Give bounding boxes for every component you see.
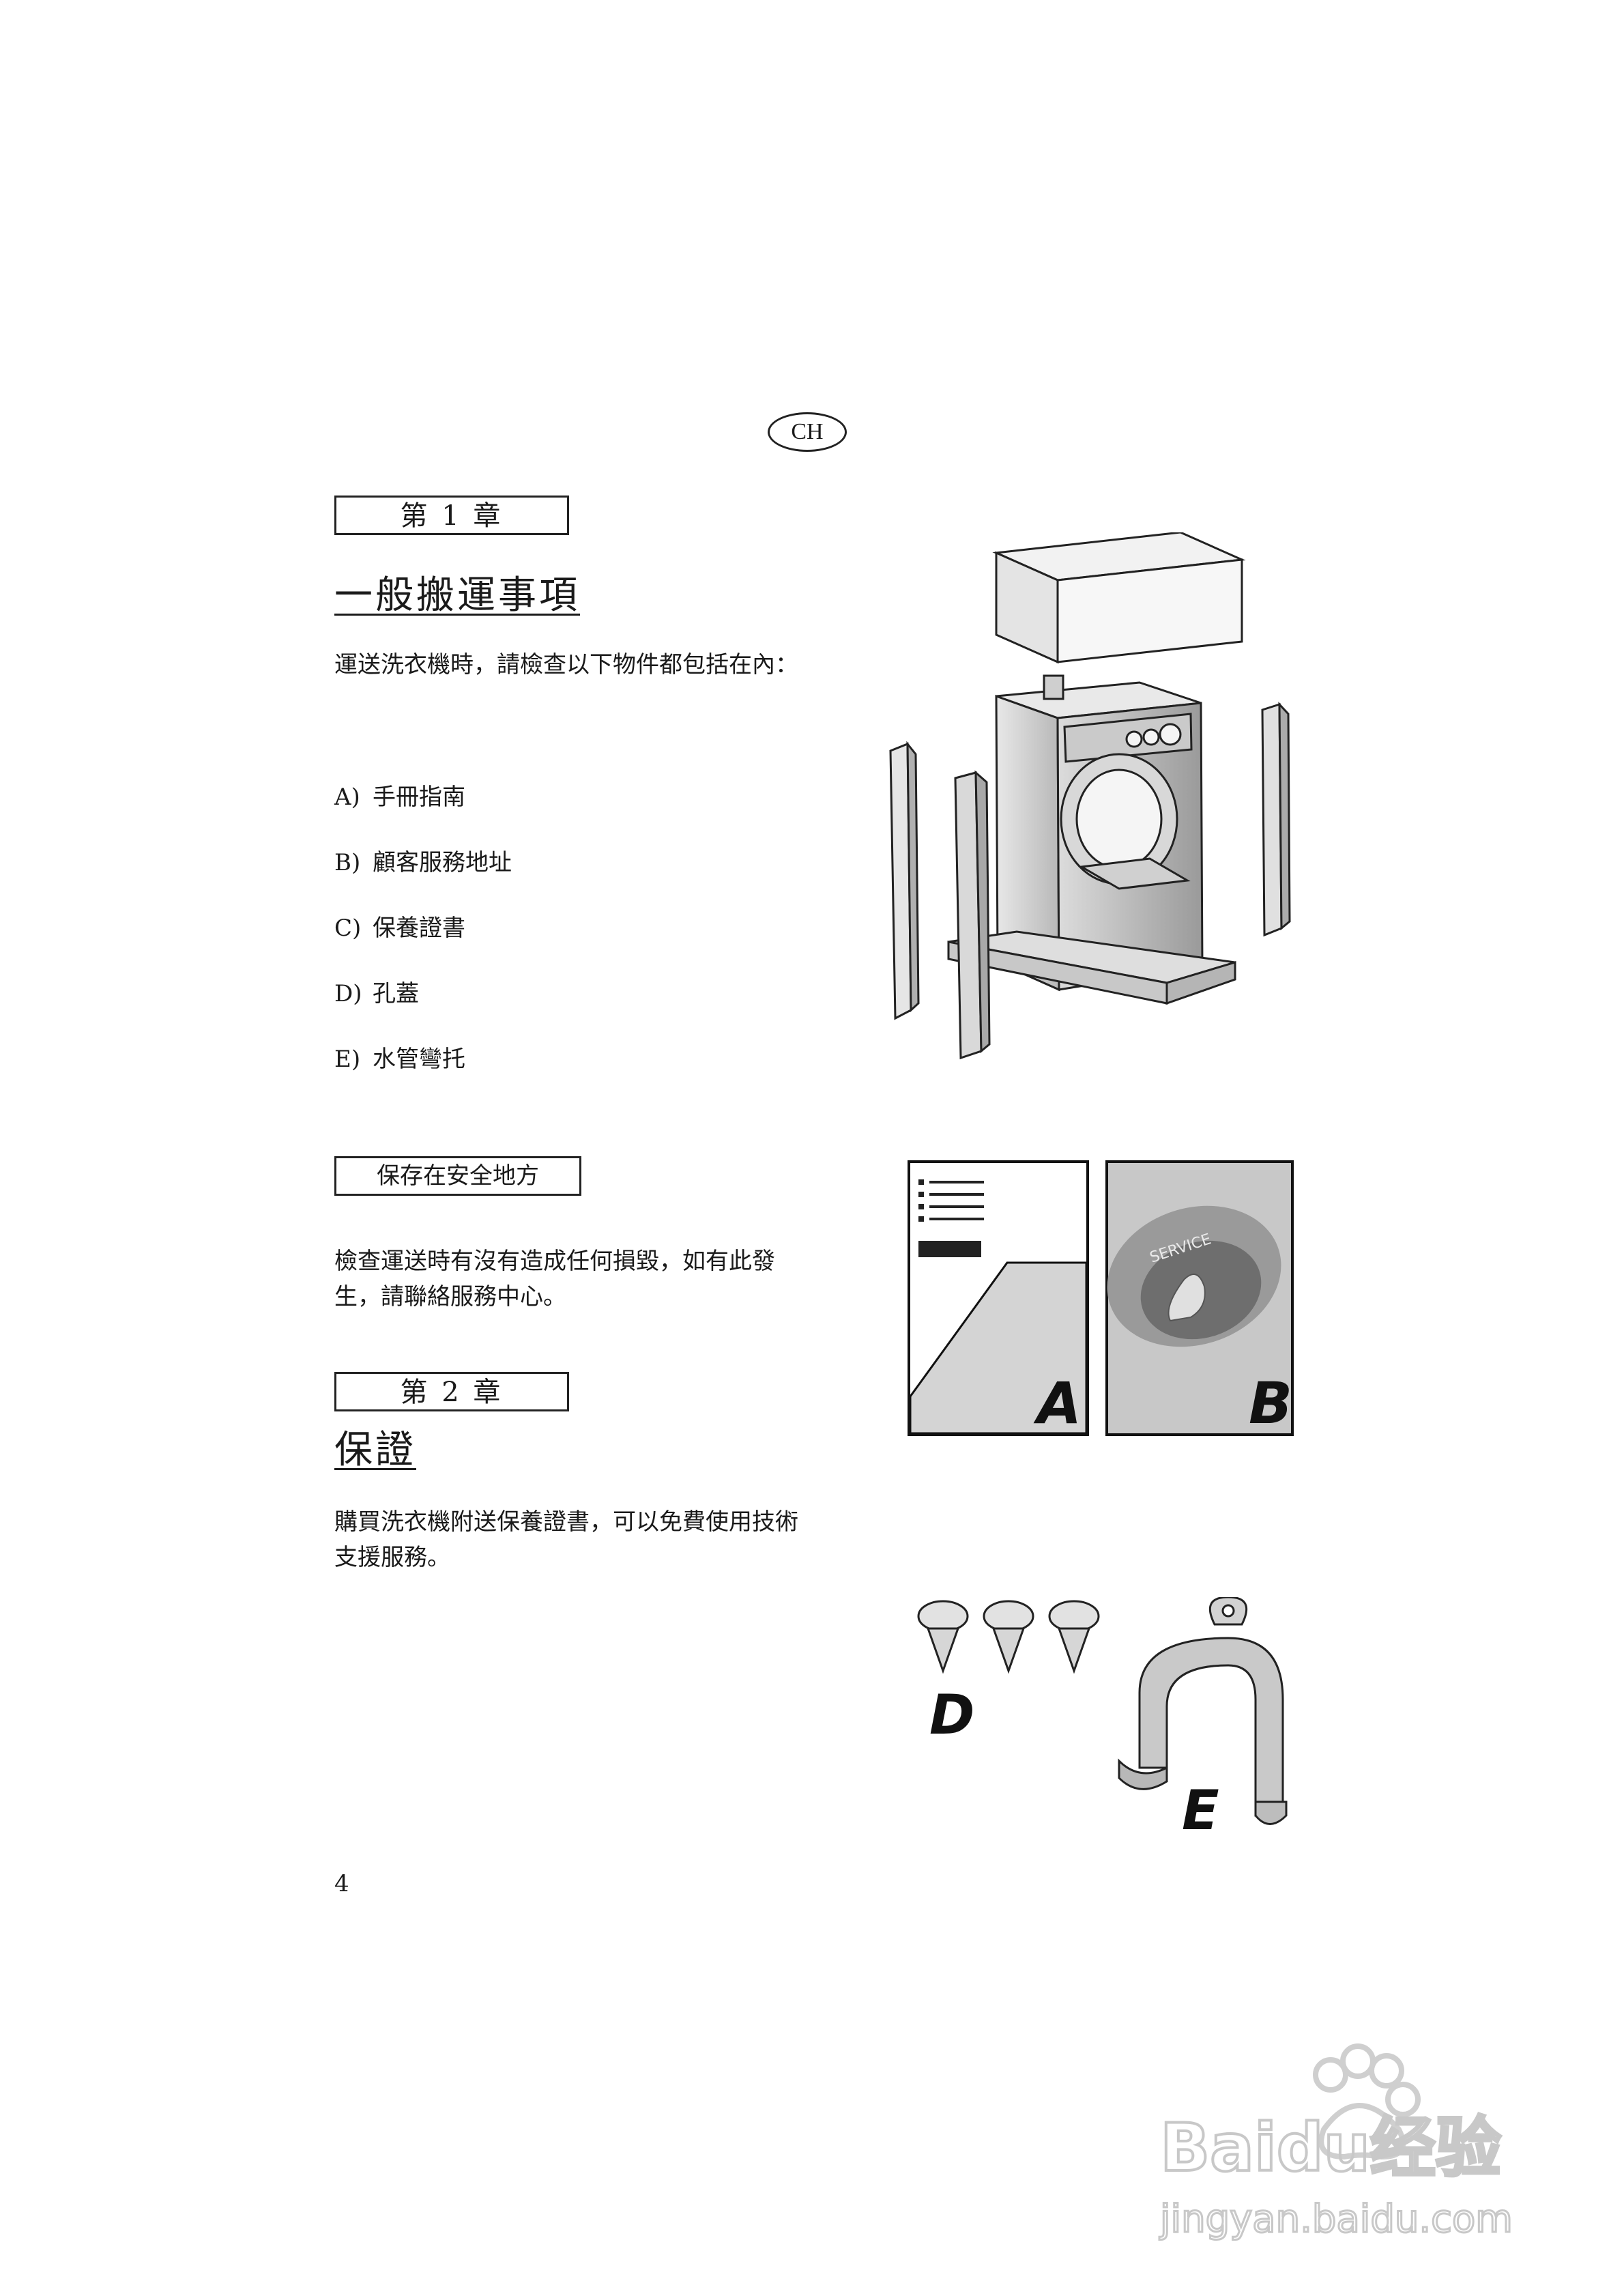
list-item: E)水管彎托 xyxy=(334,1046,465,1073)
packaging-illustration xyxy=(889,532,1291,1060)
chapter-2-label: 第 2 章 xyxy=(334,1372,569,1411)
watermark-url: jingyan.baidu.com xyxy=(1159,2197,1513,2241)
corner-post-left xyxy=(889,741,920,1020)
booklet-b: SERVICE B xyxy=(1105,1160,1294,1437)
booklets-illustration: A SERVICE B xyxy=(908,1160,1294,1437)
list-item: A)手冊指南 xyxy=(334,784,465,811)
hole-cap xyxy=(917,1600,969,1674)
baidu-watermark: Baidu经验 jingyan.baidu.com xyxy=(1158,2043,1513,2243)
figure-label-a: A xyxy=(1033,1370,1082,1437)
figure-label-b: B xyxy=(1249,1370,1292,1437)
warranty-text: 購買洗衣機附送保養證書，可以免費使用技術支援服務。 xyxy=(334,1508,798,1571)
chapter-1-label: 第 1 章 xyxy=(334,496,569,535)
list-item: B)顧客服務地址 xyxy=(334,849,512,876)
chapter-1-intro: 運送洗衣機時，請檢查以下物件都包括在內： xyxy=(334,651,798,678)
damage-check-text: 檢查運送時有沒有造成任何損毀，如有此發生，請聯絡服務中心。 xyxy=(334,1248,775,1310)
hole-cap xyxy=(983,1600,1034,1674)
corner-post-center xyxy=(954,770,991,1060)
chapter-2-title: 保證 xyxy=(334,1428,416,1472)
figure-label-e: E xyxy=(1182,1779,1219,1842)
page-number: 4 xyxy=(334,1870,349,1897)
language-badge: CH xyxy=(768,412,847,452)
top-cover xyxy=(992,532,1246,664)
washing-machine xyxy=(995,674,1204,992)
paw-icon xyxy=(1313,2043,1421,2160)
keep-safe-label: 保存在安全地方 xyxy=(334,1156,581,1196)
list-item: D)孔蓋 xyxy=(334,980,419,1007)
hole-cap xyxy=(1048,1600,1100,1674)
corner-post-right xyxy=(1261,702,1291,937)
watermark-brand: Baidu经验 xyxy=(1160,2110,1501,2186)
chapter-1-title: 一般搬運事項 xyxy=(334,573,580,618)
list-item: C)保養證書 xyxy=(334,915,465,942)
booklet-a: A xyxy=(908,1160,1089,1437)
figure-label-d: D xyxy=(929,1683,974,1747)
base-tray xyxy=(947,930,1236,1005)
hole-caps xyxy=(917,1600,1100,1674)
hose-bracket xyxy=(1118,1597,1288,1825)
parts-illustration: D E xyxy=(917,1597,1288,1842)
